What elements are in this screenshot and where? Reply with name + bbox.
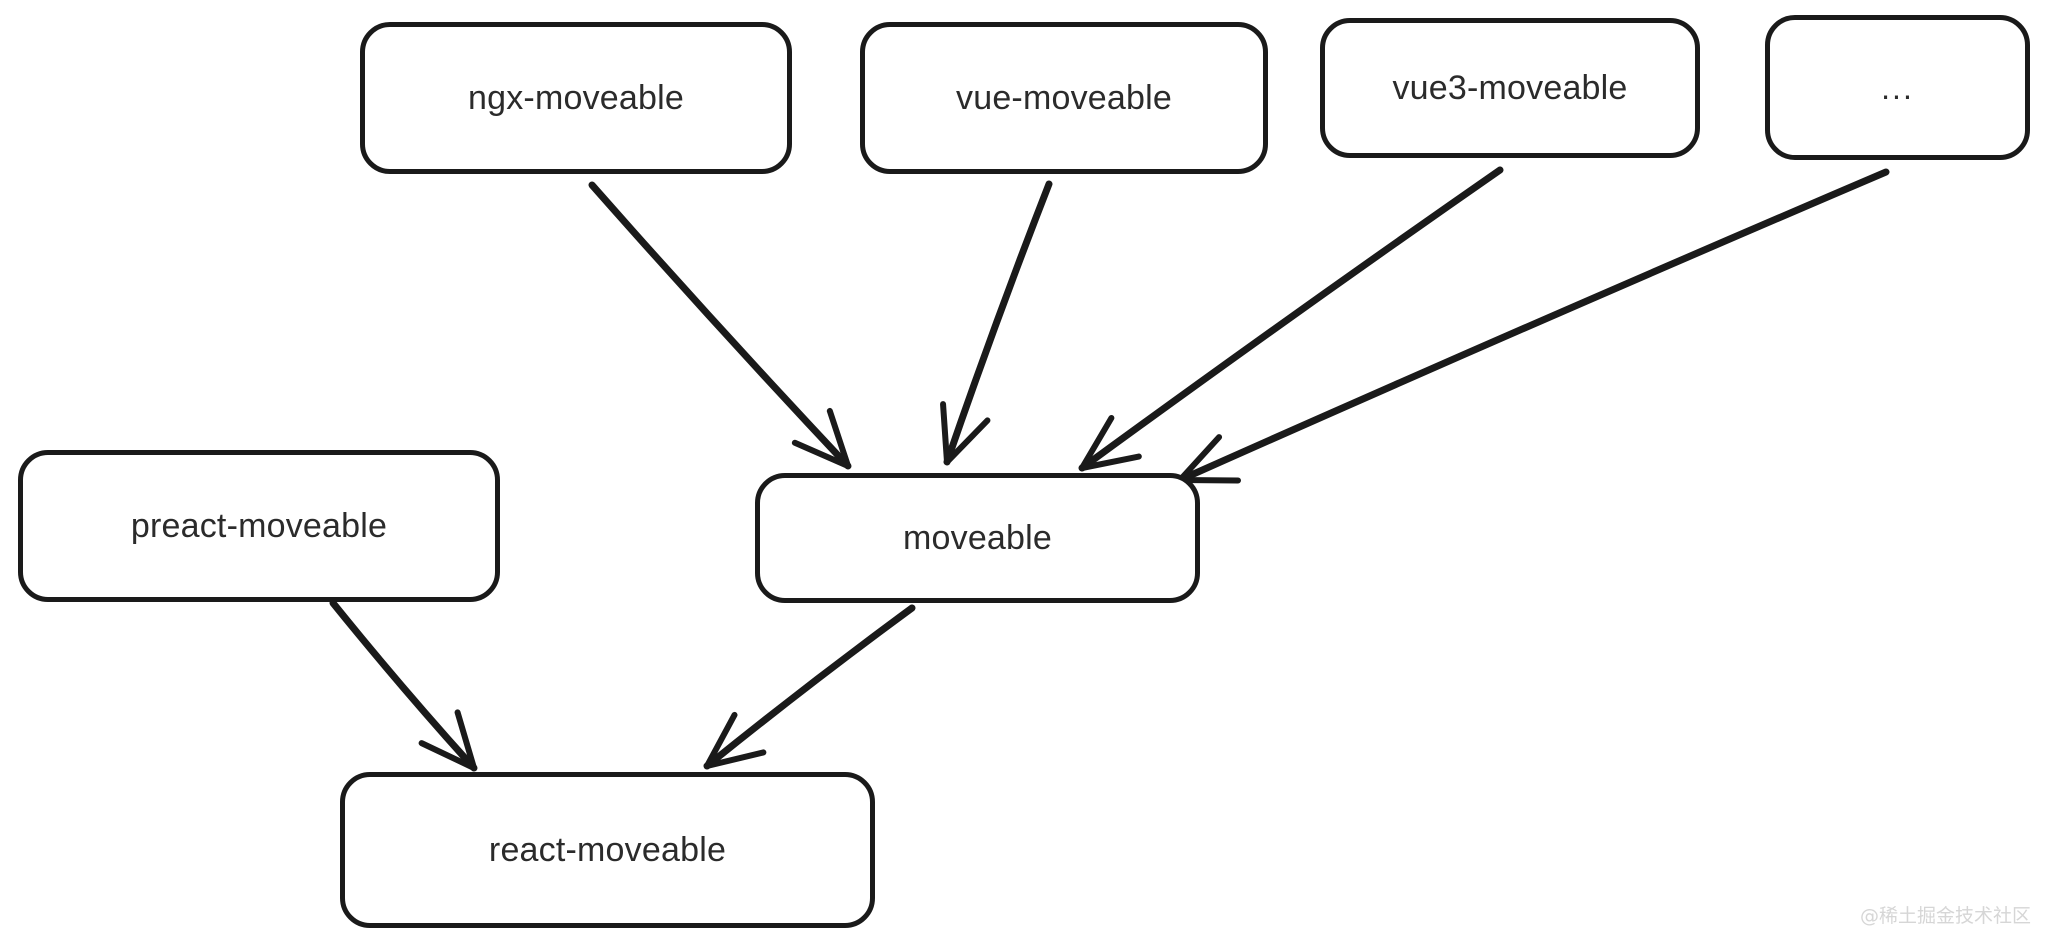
node-label: react-moveable — [488, 831, 727, 869]
edge-ngx-to-core — [588, 181, 852, 470]
node-label: ngx-moveable — [468, 79, 684, 117]
node-react-moveable[interactable]: react-moveable — [340, 772, 875, 928]
edge-core-to-react — [703, 604, 916, 770]
edge-more-to-core — [1176, 168, 1890, 484]
node-label: moveable — [902, 519, 1053, 557]
node-vue-moveable[interactable]: vue-moveable — [860, 22, 1268, 174]
node-moveable[interactable]: moveable — [755, 473, 1200, 603]
node-preact-moveable[interactable]: preact-moveable — [18, 450, 500, 602]
node-vue3-moveable[interactable]: vue3-moveable — [1320, 18, 1700, 158]
edge-preact-to-react — [329, 599, 478, 772]
node-more[interactable]: ... — [1765, 15, 2030, 160]
edge-vue-to-core — [940, 180, 1053, 466]
node-label: preact-moveable — [130, 507, 388, 545]
node-label: vue3-moveable — [1392, 69, 1628, 107]
watermark: @稀土掘金技术社区 — [1859, 905, 2031, 927]
node-label: vue-moveable — [956, 79, 1172, 117]
node-ngx-moveable[interactable]: ngx-moveable — [360, 22, 792, 174]
edge-vue3-to-core — [1078, 166, 1504, 472]
node-label: ... — [1881, 69, 1914, 106]
